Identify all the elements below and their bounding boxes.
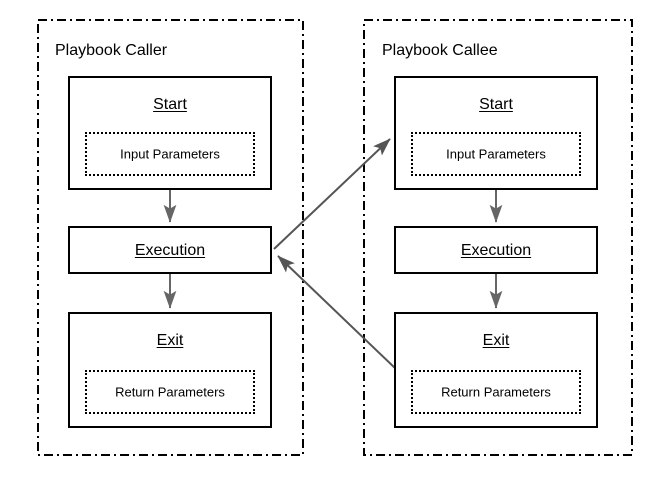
node-callee-exit[interactable]: Exit Return Parameters <box>394 312 598 428</box>
param-box-caller-exit-return: Return Parameters <box>85 370 255 414</box>
node-caller-exit[interactable]: Exit Return Parameters <box>68 312 272 428</box>
param-box-caller-start-input: Input Parameters <box>85 132 255 176</box>
node-caller-start[interactable]: Start Input Parameters <box>68 76 272 190</box>
node-caller-execution[interactable]: Execution <box>68 226 272 274</box>
connector-return-edge <box>277 255 397 370</box>
node-title-callee-execution: Execution <box>460 242 532 259</box>
param-box-callee-start-input: Input Parameters <box>411 132 581 176</box>
param-label-caller-exit-return: Return Parameters <box>115 384 225 400</box>
node-title-callee-start: Start <box>479 96 513 113</box>
node-callee-start[interactable]: Start Input Parameters <box>394 76 598 190</box>
swimlane-title-callee: Playbook Callee <box>382 42 498 59</box>
swimlane-title-caller: Playbook Caller <box>55 42 168 59</box>
param-label-callee-start-input: Input Parameters <box>446 146 546 162</box>
node-title-caller-exit: Exit <box>156 332 184 349</box>
param-label-caller-start-input: Input Parameters <box>120 146 220 162</box>
node-title-caller-execution: Execution <box>134 242 206 259</box>
node-title-caller-start: Start <box>153 96 187 113</box>
param-box-callee-exit-return: Return Parameters <box>411 370 581 414</box>
node-callee-execution[interactable]: Execution <box>394 226 598 274</box>
connector-call-edge <box>273 138 391 250</box>
param-label-callee-exit-return: Return Parameters <box>441 384 551 400</box>
node-title-callee-exit: Exit <box>482 332 510 349</box>
